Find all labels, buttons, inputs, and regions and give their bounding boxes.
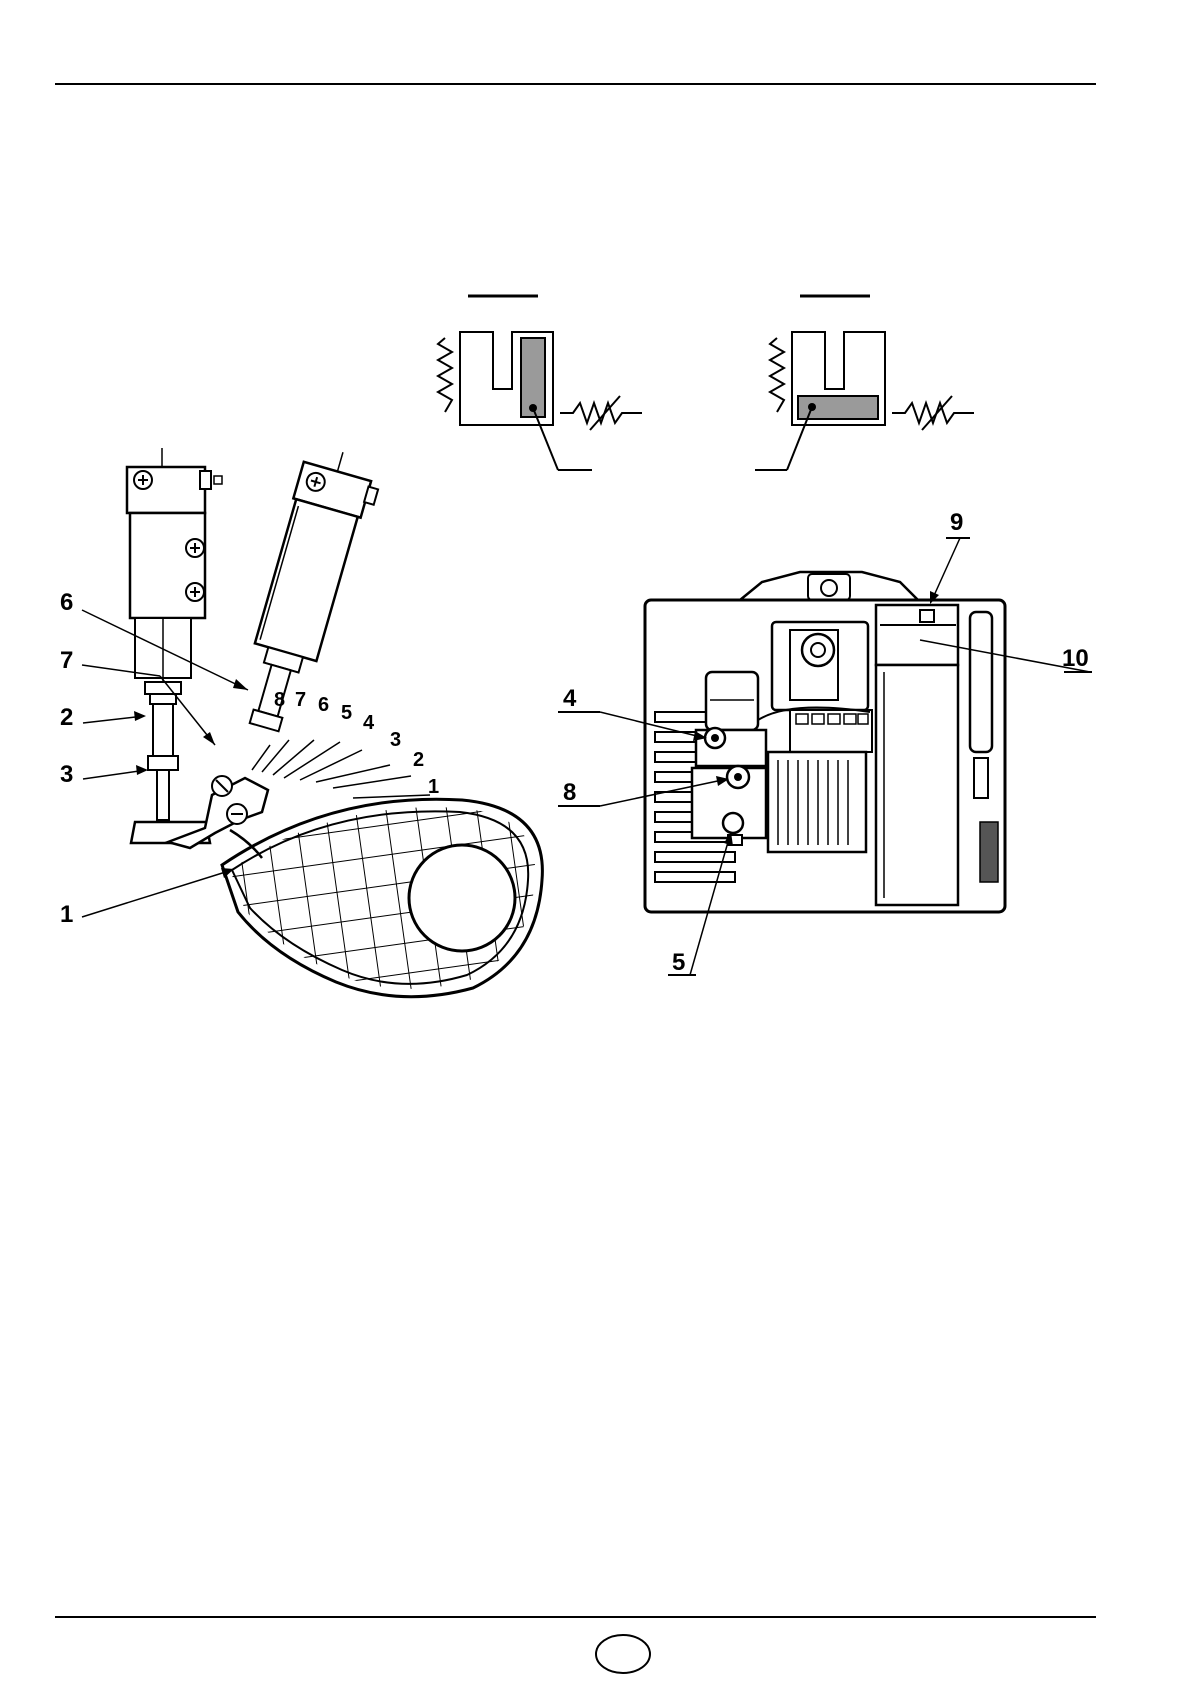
callout-5: 5	[672, 949, 685, 976]
actuator-tilted	[230, 443, 385, 740]
scale-label-5: 5	[341, 702, 352, 724]
callout-7: 7	[60, 647, 73, 674]
scale-label-1: 1	[428, 776, 439, 798]
actuator-body	[255, 499, 358, 661]
actuator-vertical	[127, 448, 222, 843]
switch-diagram-b	[755, 296, 974, 470]
control-box	[876, 605, 958, 665]
adjust-nut	[148, 756, 178, 770]
scale-label-8: 8	[274, 689, 285, 711]
scale-label-4: 4	[363, 712, 375, 734]
adjust-arrow	[922, 396, 952, 430]
photocell-tube	[970, 612, 992, 752]
flange-bolt-icon	[821, 580, 837, 596]
connector-icon	[200, 471, 211, 489]
callout-line-3	[83, 770, 146, 779]
callout-line-1	[82, 870, 232, 917]
actuator-body	[130, 513, 205, 618]
callout-2: 2	[60, 704, 73, 731]
resistor-left-icon	[770, 338, 784, 412]
scale-lines	[252, 740, 430, 798]
switch-diagram-a	[438, 296, 642, 470]
scale-label-6: 6	[318, 694, 329, 716]
callout-6: 6	[60, 589, 73, 616]
heater-resistor-icon	[560, 403, 642, 423]
callout-10: 10	[1062, 645, 1089, 672]
fan-body	[768, 752, 866, 852]
callout-4: 4	[563, 685, 577, 712]
damper-hub	[409, 845, 515, 951]
callout-9: 9	[950, 509, 963, 536]
scale-label-7: 7	[295, 689, 306, 711]
heater-resistor-icon	[892, 403, 974, 423]
vacuum-port-icon	[723, 813, 743, 833]
scale-label-3: 3	[390, 729, 401, 751]
callout-1: 1	[60, 901, 73, 928]
air-damper-figure: 8 7 6 5 4 3 2 1 6 7 2 3 1	[60, 443, 542, 997]
callout-8: 8	[563, 779, 576, 806]
solenoid-valve	[706, 672, 758, 730]
air-box	[876, 665, 958, 905]
push-rod	[157, 770, 169, 820]
lock-nut	[145, 682, 181, 694]
scale-label-2: 2	[413, 749, 424, 771]
callout-3: 3	[60, 761, 73, 788]
threaded-rod	[153, 704, 173, 756]
reset-button-icon	[920, 610, 934, 622]
resistor-left-icon	[438, 338, 452, 412]
adjust-arrow	[590, 396, 620, 430]
callout-line-9	[932, 538, 960, 600]
page-badge	[596, 1635, 650, 1673]
burner-figure: 9 10 4 8 5	[558, 509, 1092, 976]
